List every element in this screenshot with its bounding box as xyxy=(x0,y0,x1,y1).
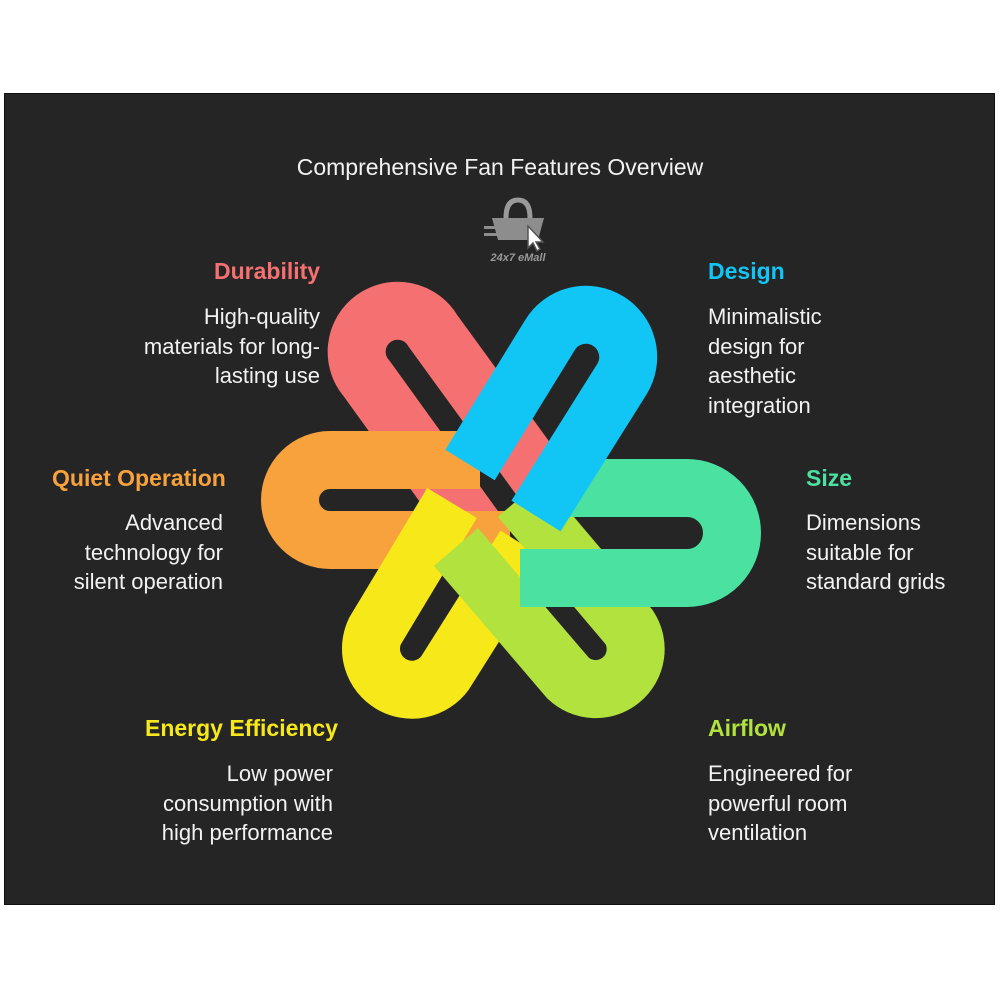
size-loop xyxy=(520,459,761,607)
quiet-operation-loop xyxy=(261,431,510,569)
shopping-basket-cursor-icon xyxy=(484,197,545,253)
quiet-operation-description: Advanced technology for silent operation xyxy=(73,510,223,594)
airflow-description: Engineered for powerful room ventilation xyxy=(708,761,853,845)
quiet-operation-title: Quiet Operation xyxy=(52,465,226,491)
size-title: Size xyxy=(806,465,853,491)
size-description: Dimensions suitable for standard grids xyxy=(806,510,946,594)
design-loop xyxy=(445,285,658,532)
design-title: Design xyxy=(708,258,785,284)
energy-efficiency-title: Energy Efficiency xyxy=(145,715,339,741)
energy-efficiency-description: Low power consumption with high performa… xyxy=(161,761,333,845)
durability-title: Durability xyxy=(214,258,321,284)
airflow-loop xyxy=(433,479,665,719)
logo-text: 24x7 eMall xyxy=(490,252,546,264)
design-description: Minimalistic design for aesthetic integr… xyxy=(708,304,822,418)
energy-efficiency-loop xyxy=(342,488,550,719)
diagram-title: Comprehensive Fan Features Overview xyxy=(296,154,704,180)
durability-loop xyxy=(327,281,569,550)
airflow-title: Airflow xyxy=(708,715,786,741)
durability-description: High-quality materials for long- lasting… xyxy=(143,304,320,388)
